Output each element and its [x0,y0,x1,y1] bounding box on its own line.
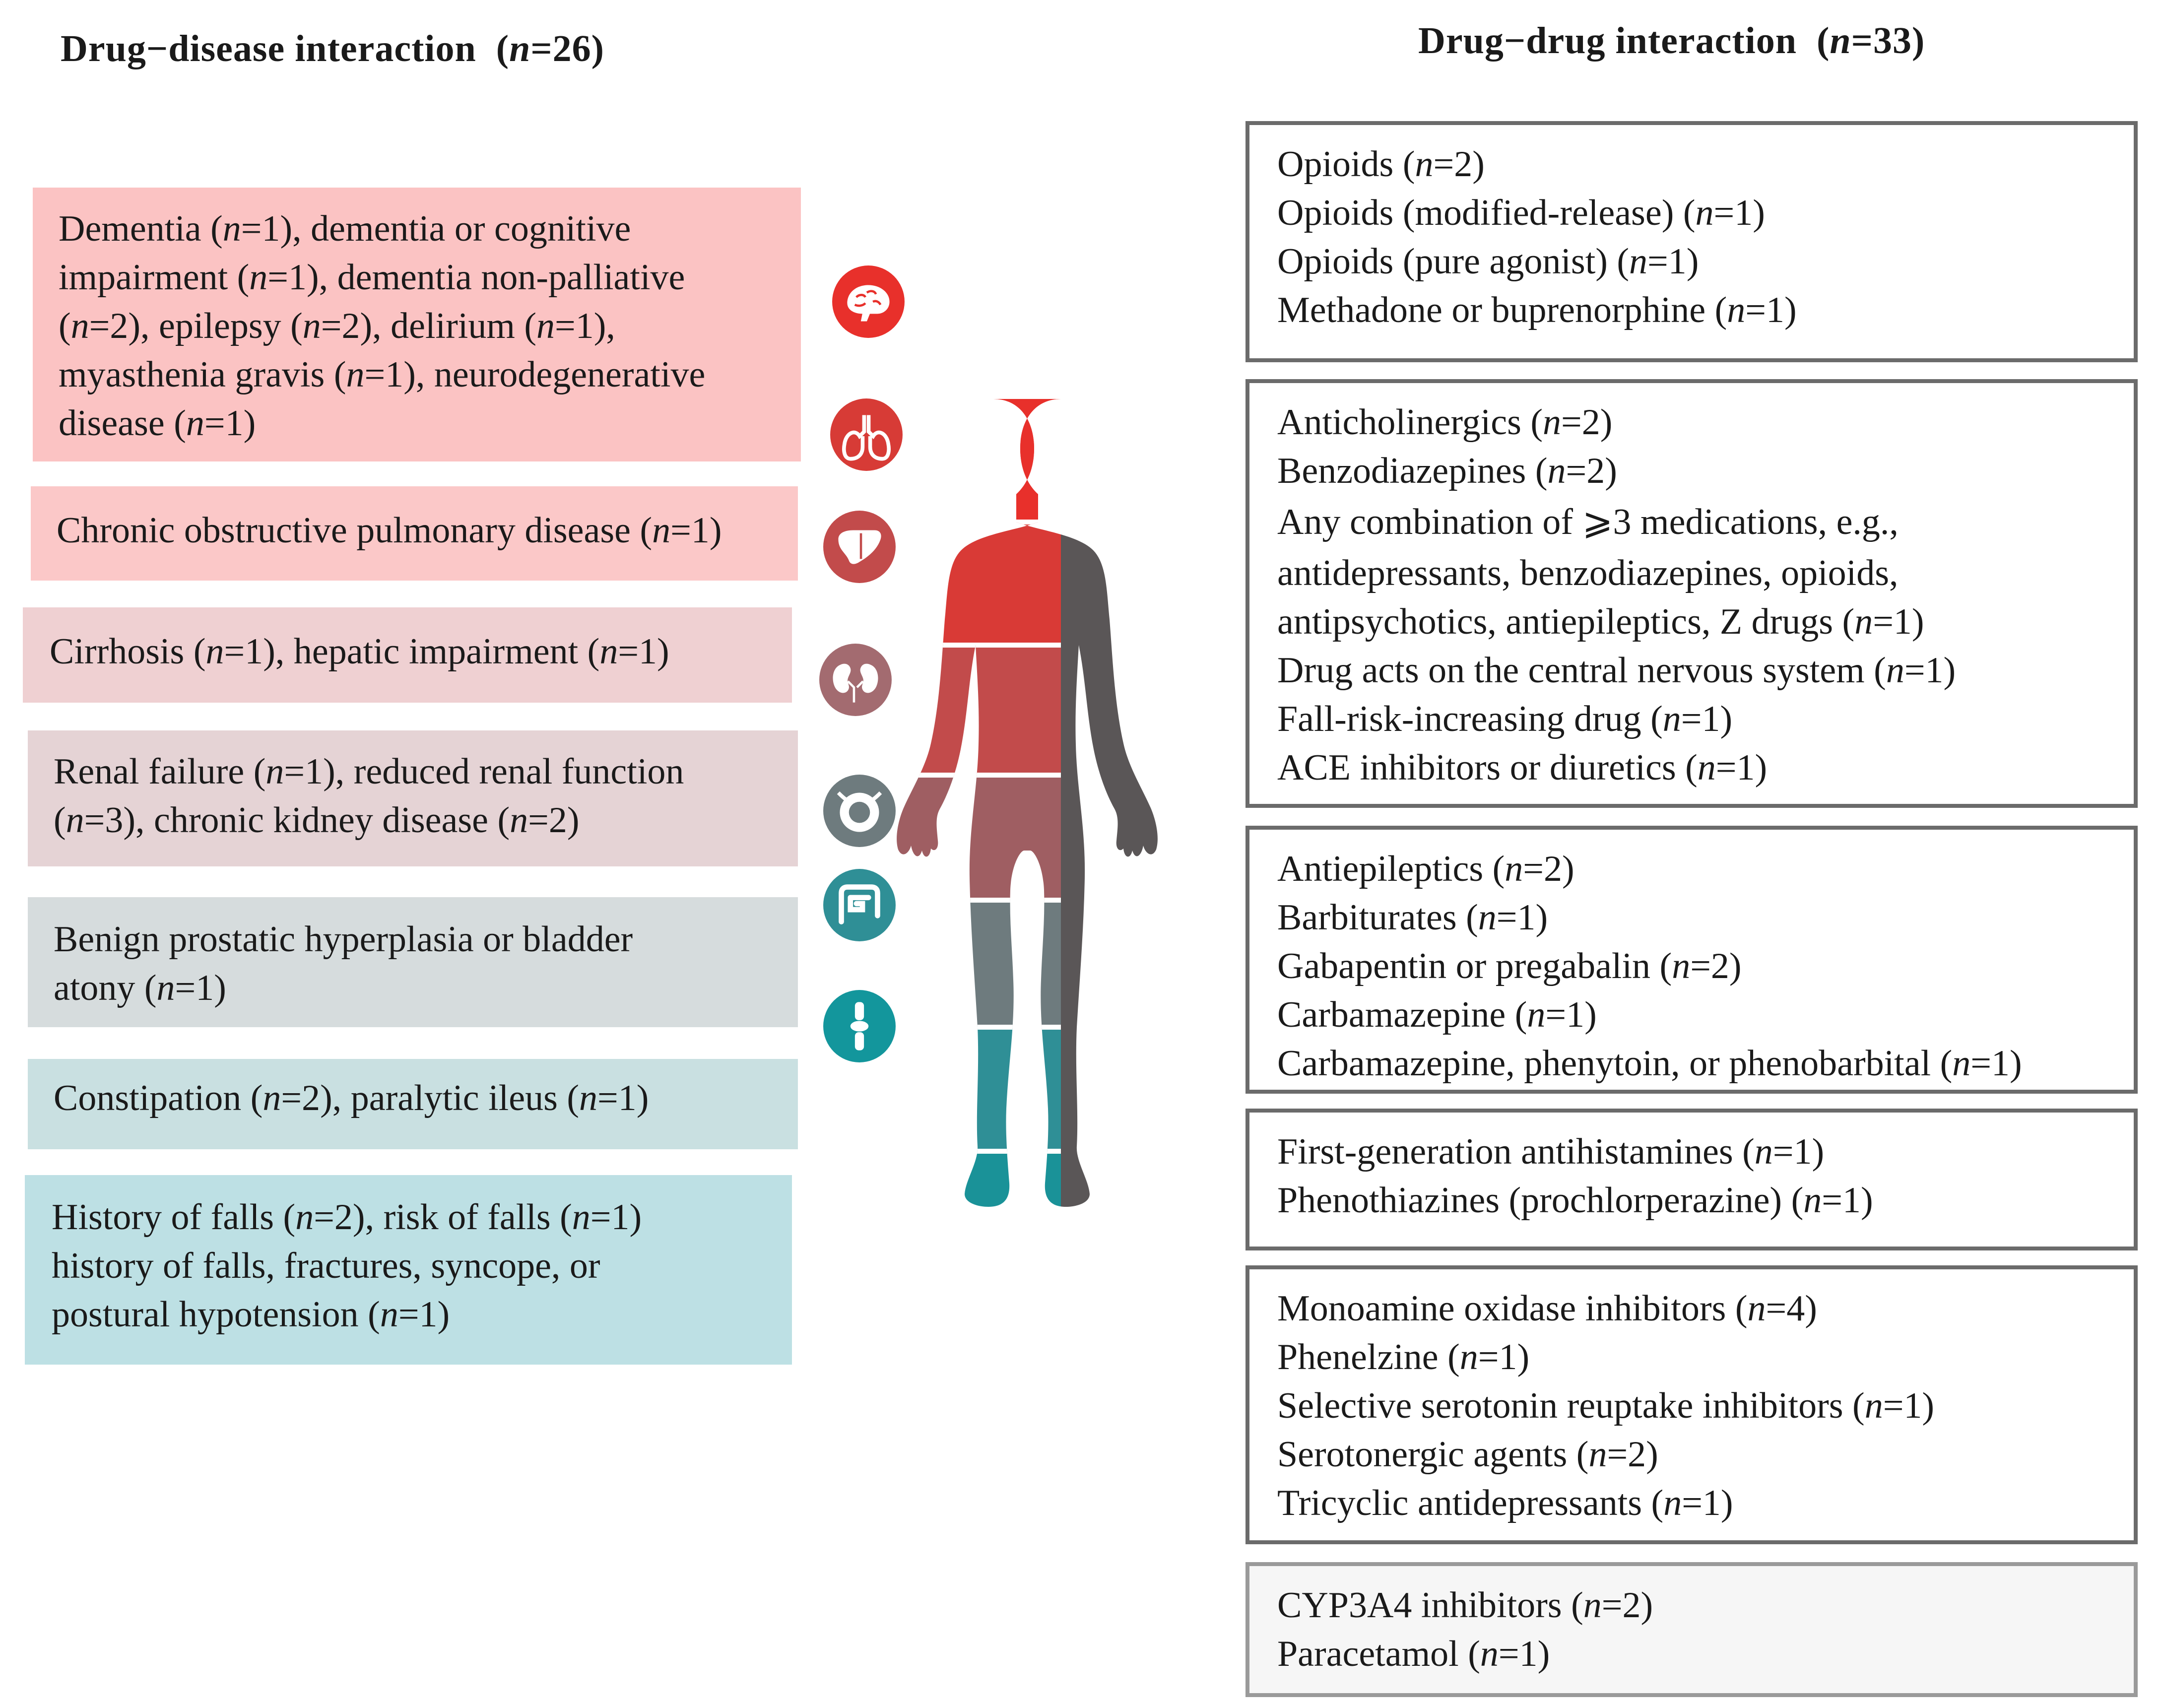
drug-drug-count-value: =33) [1851,20,1925,62]
drug-line: CYP3A4 inhibitors (n=2) [1277,1585,1653,1626]
drug-box-opioids: Opioids (n=2) Opioids (modified-release)… [1245,121,2138,362]
disease-line: Constipation (n=2), paralytic ileus (n=1… [54,1078,649,1118]
drug-line: Anticholinergics (n=2) [1277,402,1613,443]
drug-line: antipsychotics, antiepileptics, Z drugs … [1277,601,1924,642]
intestine-icon [822,867,897,943]
disease-line: Cirrhosis (n=1), hepatic impairment (n=1… [50,631,669,672]
drug-line: Drug acts on the central nervous system … [1277,650,1956,691]
drug-line: Selective serotonin reuptake inhibitors … [1277,1385,1935,1426]
disease-box-falls: History of falls (n=2), risk of falls (n… [25,1175,792,1365]
disease-box-hepatic: Cirrhosis (n=1), hepatic impairment (n=1… [23,607,792,703]
drug-line: Phenothiazines (prochlorperazine) (n=1) [1277,1180,1873,1221]
drug-line: Antiepileptics (n=2) [1277,849,1574,889]
drug-line: Serotonergic agents (n=2) [1277,1434,1658,1475]
drug-line: Opioids (pure agonist) (n=1) [1277,241,1699,282]
drug-line: Methadone or buprenorphine (n=1) [1277,290,1797,330]
drug-drug-count-var: n [1830,20,1851,62]
drug-line: Fall-risk-increasing drug (n=1) [1277,699,1733,739]
drug-box-cns: Anticholinergics (n=2) Benzodiazepines (… [1245,379,2138,808]
drug-line: Benzodiazepines (n=2) [1277,451,1617,491]
disease-box-gastrointestinal: Constipation (n=2), paralytic ileus (n=1… [28,1059,798,1149]
disease-box-renal: Renal failure (n=1), reduced renal funct… [28,730,798,866]
disease-box-urological: Benign prostatic hyperplasia or bladder … [28,897,798,1027]
disease-line: impairment (n=1), dementia non-palliativ… [59,257,685,298]
drug-line: Opioids (modified-release) (n=1) [1277,193,1765,233]
drug-box-antiepileptics: Antiepileptics (n=2) Barbiturates (n=1) … [1245,826,2138,1094]
disease-line: (n=2), epilepsy (n=2), delirium (n=1), [59,306,615,346]
drug-line: antidepressants, benzodiazepines, opioid… [1277,553,1899,593]
disease-line: Chronic obstructive pulmonary disease (n… [57,510,722,551]
disease-line: postural hypotension (n=1) [52,1294,450,1335]
drug-box-cyp3a4: CYP3A4 inhibitors (n=2) Paracetamol (n=1… [1245,1562,2138,1697]
drug-line: Paracetamol (n=1) [1277,1634,1550,1674]
drug-box-antidepressants: Monoamine oxidase inhibitors (n=4) Phene… [1245,1265,2138,1544]
drug-box-antihistamines: First-generation antihistamines (n=1) Ph… [1245,1109,2138,1250]
drug-line: Gabapentin or pregabalin (n=2) [1277,946,1742,986]
bladder-icon [822,773,897,849]
drug-line: Tricyclic antidepressants (n=1) [1277,1483,1733,1523]
kidneys-icon [818,642,893,718]
drug-disease-count-var: n [509,28,531,69]
disease-line: History of falls (n=2), risk of falls (n… [52,1197,642,1238]
drug-drug-heading: Drug−drug interaction (n=33) [1418,22,1925,60]
disease-line: Dementia (n=1), dementia or cognitive [59,208,631,249]
disease-line: history of falls, fractures, syncope, or [52,1246,600,1286]
disease-box-pulmonary: Chronic obstructive pulmonary disease (n… [31,486,798,581]
disease-line: (n=3), chronic kidney disease (n=2) [54,800,580,841]
drug-line: ACE inhibitors or diuretics (n=1) [1277,747,1768,788]
brain-icon [831,264,906,339]
disease-line: Renal failure (n=1), reduced renal funct… [54,751,684,792]
liver-icon [822,509,897,585]
drug-drug-title: Drug−drug interaction [1418,20,1797,62]
disease-box-neurological: Dementia (n=1), dementia or cognitive im… [33,188,801,461]
drug-line: Any combination of ⩾3 medications, e.g., [1277,502,1899,542]
drug-disease-heading: Drug−disease interaction (n=26) [61,30,604,67]
drug-line: Monoamine oxidase inhibitors (n=4) [1277,1288,1817,1329]
drug-line: Opioids (n=2) [1277,144,1485,185]
disease-line: atony (n=1) [54,968,226,1008]
drug-disease-title: Drug−disease interaction [61,28,476,69]
drug-drug-count-open: ( [1817,20,1830,62]
drug-disease-count-open: ( [496,28,510,69]
drug-line: First-generation antihistamines (n=1) [1277,1131,1825,1172]
disease-line: disease (n=1) [59,403,256,444]
drug-line: Carbamazepine, phenytoin, or phenobarbit… [1277,1043,2022,1084]
joint-icon [822,988,897,1064]
disease-line: myasthenia gravis (n=1), neurodegenerati… [59,354,706,395]
lungs-icon [829,397,904,472]
drug-line: Barbiturates (n=1) [1277,897,1548,938]
human-body-figure [873,392,1250,1417]
drug-line: Phenelzine (n=1) [1277,1337,1530,1378]
drug-disease-count-value: =26) [530,28,604,69]
disease-line: Benign prostatic hyperplasia or bladder [54,919,633,960]
drug-line: Carbamazepine (n=1) [1277,994,1597,1035]
